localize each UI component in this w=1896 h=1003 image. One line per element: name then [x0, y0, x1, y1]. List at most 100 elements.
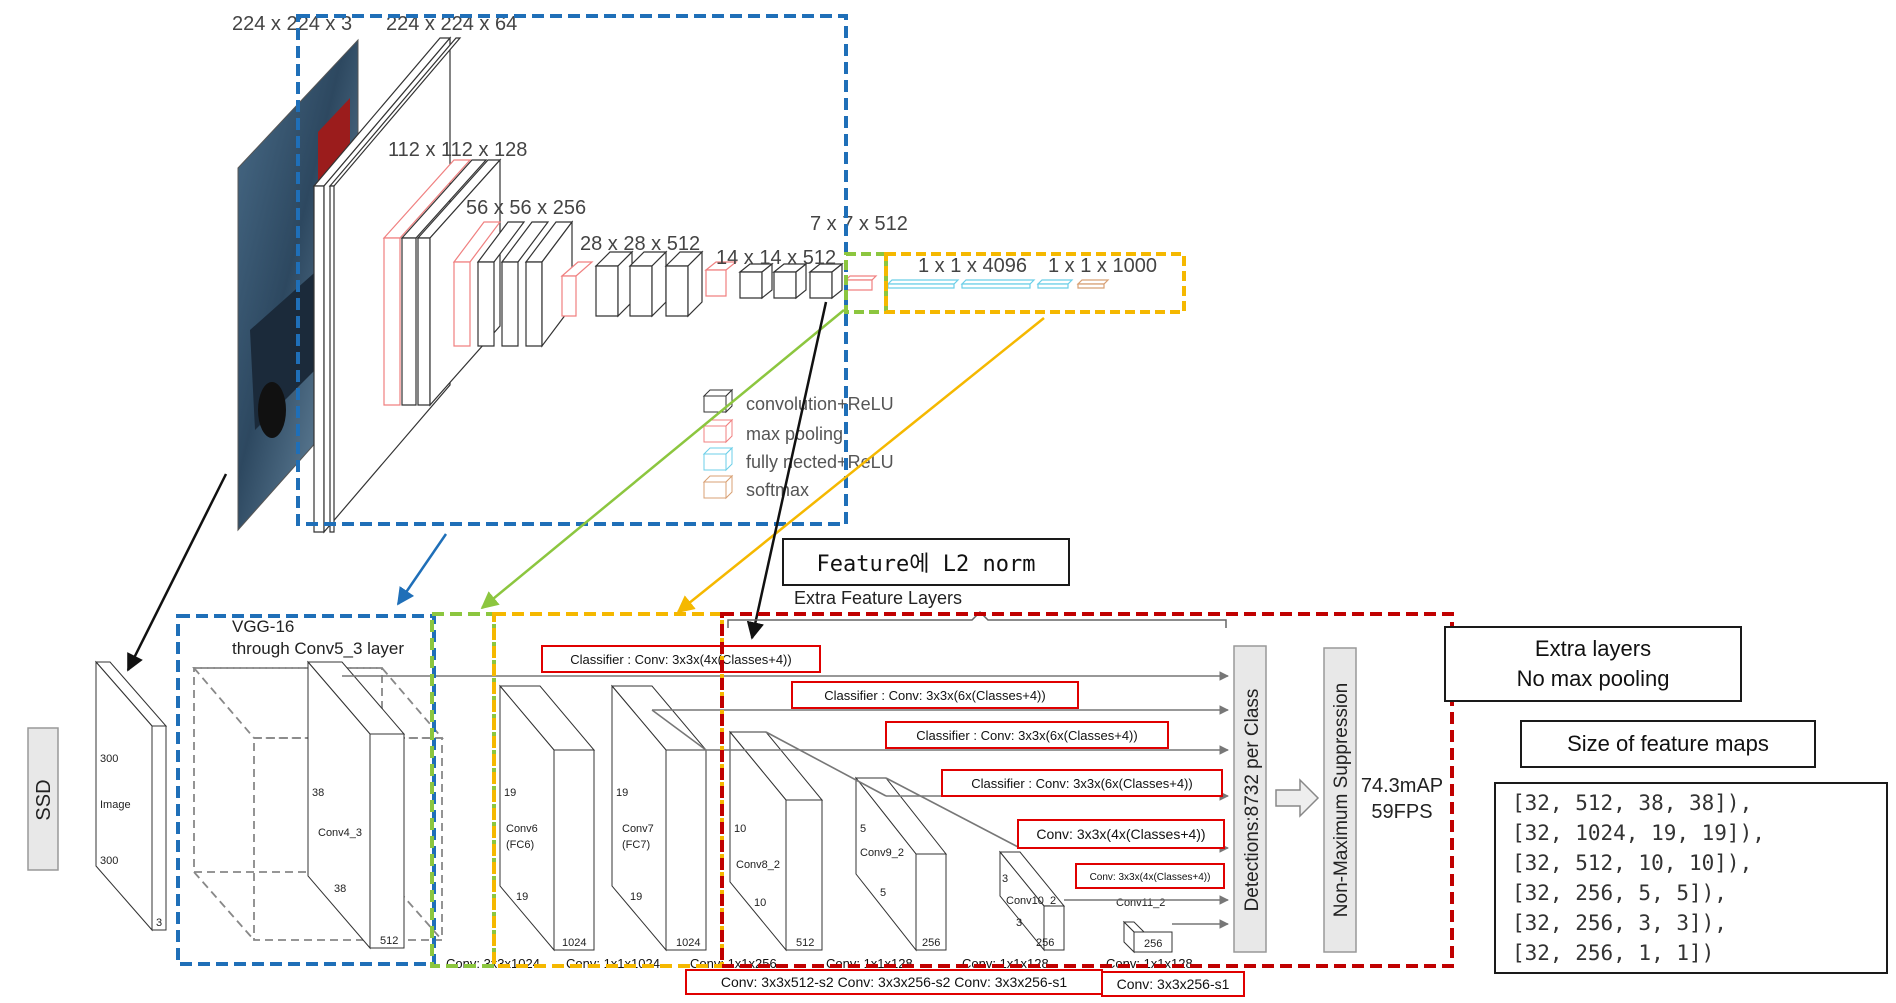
bottom-conv-box-2-text: Conv: 3x3x256-s1 — [1117, 976, 1230, 992]
dim-conv3: 56 x 56 x 256 — [466, 197, 586, 219]
bottom-conv-box-1 — [685, 969, 1103, 995]
vgg-legend: convolution+ReLU max pooling fully necte… — [702, 388, 894, 500]
detections-label: Detections:8732 per Class — [1242, 689, 1263, 912]
dim-conv5: 14 x 14 x 512 — [716, 247, 836, 269]
conv6-slab: 19 Conv6 (FC6) 19 1024 — [498, 684, 596, 952]
conv6-dim-1: 19 — [504, 787, 516, 799]
fc-block — [844, 275, 1110, 291]
ssd-extra-highlight-red — [720, 612, 1454, 968]
image-dim-3: 3 — [156, 917, 162, 929]
conv4-block — [560, 250, 704, 318]
conv10-2-slab: 3 Conv10_2 3 256 — [998, 850, 1066, 952]
conv11-2-label: Conv11_2 — [1116, 897, 1165, 909]
legend-conv-label: convolution+ReLU — [746, 394, 894, 414]
conv4-3-slab: 38 Conv4_3 38 512 — [306, 660, 406, 950]
feature-map-size-row: [32, 512, 38, 38]), — [1512, 791, 1753, 815]
feature-map-size-row: [32, 1024, 19, 19]), — [1512, 821, 1765, 845]
feature-map-sizes-box: [32, 512, 38, 38]), [32, 1024, 19, 19]),… — [1494, 782, 1888, 974]
bottom-conv-5: Conv: 1x1x128 — [962, 956, 1049, 971]
image-dim-2: 300 — [100, 855, 118, 867]
conv7-label-1: Conv7 — [622, 823, 654, 835]
vgg16-diagram: 224 x 224 x 3 224 x 224 x 64 112 x 112 x… — [232, 13, 1186, 534]
extra-layers-line-1: Extra layers — [1534, 636, 1652, 661]
ssd-image-slab: 300 Image 300 3 — [94, 660, 168, 932]
ssd-label: SSD — [33, 779, 55, 820]
conv10-2-dim-2: 3 — [1016, 917, 1022, 929]
conv10-2-dim-3: 256 — [1036, 937, 1054, 949]
image-dim-1: 300 — [100, 753, 118, 765]
legend-softmax: softmax — [702, 474, 809, 500]
feature-map-size-row: [32, 512, 10, 10]), — [1512, 851, 1753, 875]
image-label: Image — [100, 799, 131, 811]
classifier-box-5 — [1017, 819, 1225, 849]
feature-map-size-row: [32, 256, 1, 1]) — [1512, 941, 1715, 965]
conv8-2-dim-3: 512 — [796, 937, 814, 949]
bottom-conv-2: Conv: 1x1x1024 — [566, 956, 660, 971]
ssd-vgg-highlight-blue — [176, 614, 436, 966]
conv3-block — [452, 220, 574, 348]
extra-feature-brace: Extra Feature Layers — [727, 588, 1227, 628]
bottom-conv-labels: Conv: 3x3x1024 Conv: 1x1x1024 Conv: 1x1x… — [446, 956, 1193, 971]
dim-conv1: 224 x 224 x 64 — [386, 13, 517, 35]
dim-pool5: 7 x 7 x 512 — [810, 213, 908, 235]
feature-l2-norm-callout: Feature에 L2 norm — [782, 538, 1070, 586]
map-label: 74.3mAP — [1361, 775, 1443, 797]
feature-map-size-row: [32, 256, 5, 5]), — [1512, 881, 1727, 905]
dim-out: 1 x 1 x 1000 — [1048, 255, 1157, 277]
arrow-green — [480, 309, 845, 610]
classifier-label-5: Conv: 3x3x(4x(Classes+4)) — [1036, 826, 1205, 842]
conv6-label-1: Conv6 — [506, 823, 538, 835]
conv11-2-dim-3: 256 — [1144, 938, 1162, 950]
dim-input: 224 x 224 x 3 — [232, 13, 352, 35]
dim-fc: 1 x 1 x 4096 — [918, 255, 1027, 277]
conv6-dim-2: 19 — [516, 891, 528, 903]
conv7-slab: 19 Conv7 (FC7) 19 1024 — [610, 684, 708, 952]
feature-map-size-title-box: Size of feature maps — [1520, 720, 1816, 768]
bottom-conv-6: Conv: 1x1x128 — [1106, 956, 1193, 971]
conv6-label-2: (FC6) — [506, 839, 534, 851]
conv10-2-dim-1: 3 — [1002, 873, 1008, 885]
feature-map-size-row: [32, 256, 3, 3]), — [1512, 911, 1727, 935]
conv9-2-label: Conv9_2 — [860, 847, 904, 859]
nms-label: Non-Maximum Suppression — [1331, 683, 1352, 917]
ssd-label-box — [27, 727, 59, 871]
vgg-fc-highlight-yellow — [884, 252, 1186, 314]
detections-box — [1233, 645, 1267, 953]
conv4-3-dim-3: 512 — [380, 935, 398, 947]
arrow-image — [126, 473, 228, 672]
conv7-dim-2: 19 — [630, 891, 642, 903]
arrow-l2norm — [746, 301, 828, 640]
nms-box — [1323, 647, 1357, 953]
conv7-label-2: (FC7) — [622, 839, 650, 851]
classifier-label-6: Conv: 3x3x(4x(Classes+4)) — [1090, 872, 1211, 883]
conv8-2-label: Conv8_2 — [736, 859, 780, 871]
classifier-label-3: Classifier : Conv: 3x3x(6x(Classes+4)) — [916, 728, 1137, 743]
bottom-conv-box-1-text: Conv: 3x3x512-s2 Conv: 3x3x256-s2 Conv: … — [721, 974, 1068, 990]
conv10-2-label: Conv10_2 — [1006, 895, 1056, 907]
classifier-box-1 — [541, 645, 821, 673]
classifier-box-2 — [791, 681, 1079, 709]
conv7-dim-1: 19 — [616, 787, 628, 799]
conv9-2-dim-1: 5 — [860, 823, 866, 835]
legend-pool-label: max pooling — [746, 424, 843, 444]
connector-arrows — [126, 301, 1045, 672]
conv4-3-dim-1: 38 — [312, 787, 324, 799]
conv8-2-dim-2: 10 — [754, 897, 766, 909]
conv8-2-dim-1: 10 — [734, 823, 746, 835]
legend-pool: max pooling — [702, 418, 843, 444]
ssd-diagram: SSD 300 Image 300 3 VGG-16 through Conv5… — [27, 588, 1454, 997]
classifier-box-6 — [1075, 863, 1225, 889]
extra-layers-line-2: No max pooling — [1516, 666, 1670, 691]
dim-conv4: 28 x 28 x 512 — [580, 233, 700, 255]
legend-fc: fully nected+ReLU — [702, 446, 894, 472]
conv7-dim-3: 1024 — [676, 937, 700, 949]
bottom-conv-3: Conv: 1x1x256 — [690, 956, 777, 971]
vgg-title-1: VGG-16 — [232, 617, 294, 636]
legend-softmax-label: softmax — [746, 480, 809, 500]
classifier-box-3 — [885, 721, 1169, 749]
conv4-3-dim-2: 38 — [334, 883, 346, 895]
extra-feature-layers-label: Extra Feature Layers — [794, 588, 962, 608]
conv11-2-slab: Conv11_2 256 — [1116, 897, 1173, 954]
conv9-2-dim-2: 5 — [880, 887, 886, 899]
